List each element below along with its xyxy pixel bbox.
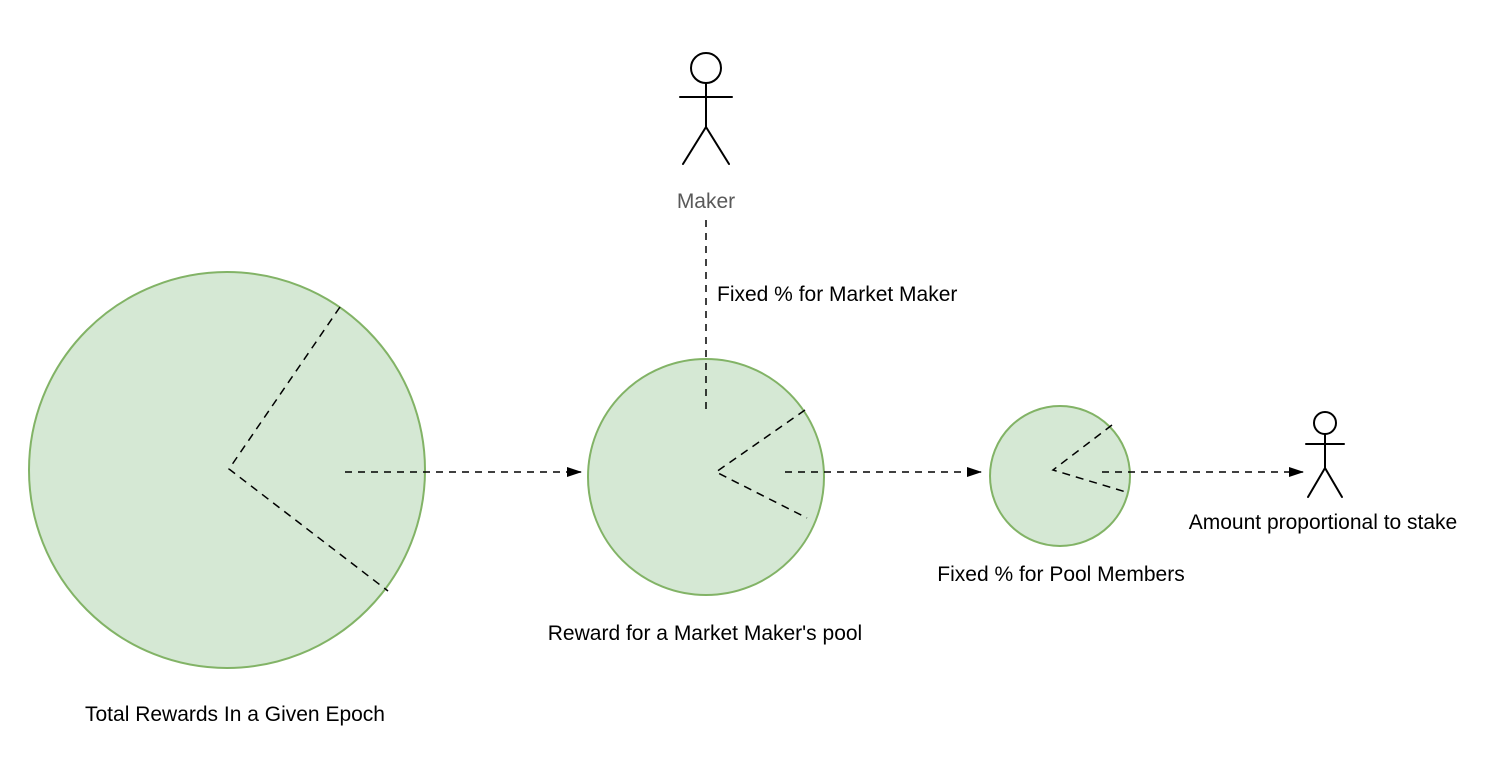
staker-figure-left-leg <box>1307 467 1326 498</box>
pool-members-label: Fixed % for Pool Members <box>937 563 1184 586</box>
pool-members-node: Fixed % for Pool Members <box>937 405 1185 586</box>
maker-to-pool-connector: Fixed % for Market Maker <box>705 220 957 410</box>
maker-figure-left-leg <box>682 126 707 165</box>
maker-figure-right-leg <box>705 126 730 165</box>
pool-members-circle <box>989 405 1131 547</box>
total-rewards-slice-wedge <box>227 306 389 592</box>
maker-actor: Maker <box>677 52 735 213</box>
pool-reward-node: Reward for a Market Maker's pool <box>548 358 862 645</box>
staker-figure-head-icon <box>1313 411 1337 435</box>
maker-to-pool-label: Fixed % for Market Maker <box>717 283 957 306</box>
total-rewards-label: Total Rewards In a Given Epoch <box>85 703 385 726</box>
staker-actor: Amount proportional to stake <box>1189 411 1458 534</box>
maker-figure-head-icon <box>690 52 722 84</box>
pool-members-slice-wedge <box>1051 424 1127 493</box>
total-rewards-node: Total Rewards In a Given Epoch <box>28 271 426 726</box>
total-rewards-circle <box>28 271 426 669</box>
staker-figure-right-leg <box>1324 467 1343 498</box>
pool-reward-circle <box>587 358 825 596</box>
staker-label: Amount proportional to stake <box>1189 511 1458 534</box>
pool-reward-label: Reward for a Market Maker's pool <box>548 622 862 645</box>
maker-label: Maker <box>677 190 735 213</box>
